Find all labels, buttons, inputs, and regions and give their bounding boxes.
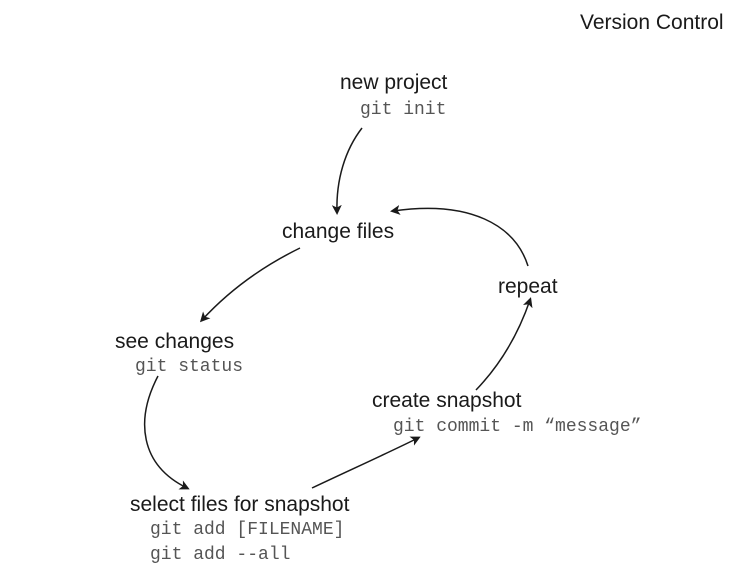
- node-create-snapshot-command: git commit -m “message”: [393, 417, 642, 437]
- node-see-changes-command: git status: [135, 357, 244, 377]
- node-select-files-command-1: git add [FILENAME]: [150, 520, 345, 540]
- node-repeat-label: repeat: [498, 275, 558, 298]
- arrow-create-snapshot-to-repeat: [475, 297, 533, 391]
- arrow-change-files-to-see-changes: [199, 247, 301, 323]
- node-see-changes-label: see changes: [115, 330, 235, 353]
- arrow-see-changes-to-select-files: [143, 375, 190, 490]
- node-select-files-label: select files for snapshot: [130, 493, 350, 516]
- node-change-files-label: change files: [282, 220, 395, 243]
- arrow-repeat-to-change-files: [390, 205, 529, 267]
- node-new-project-command: git init: [360, 100, 447, 120]
- arrow-select-files-to-create-snapshot: [311, 436, 421, 489]
- node-new-project-label: new project: [340, 71, 448, 94]
- node-create-snapshot-label: create snapshot: [372, 389, 522, 412]
- arrow-new-project-to-change-files: [331, 127, 363, 215]
- diagram-title: Version Control: [580, 11, 724, 34]
- node-select-files-command-2: git add --all: [150, 545, 291, 565]
